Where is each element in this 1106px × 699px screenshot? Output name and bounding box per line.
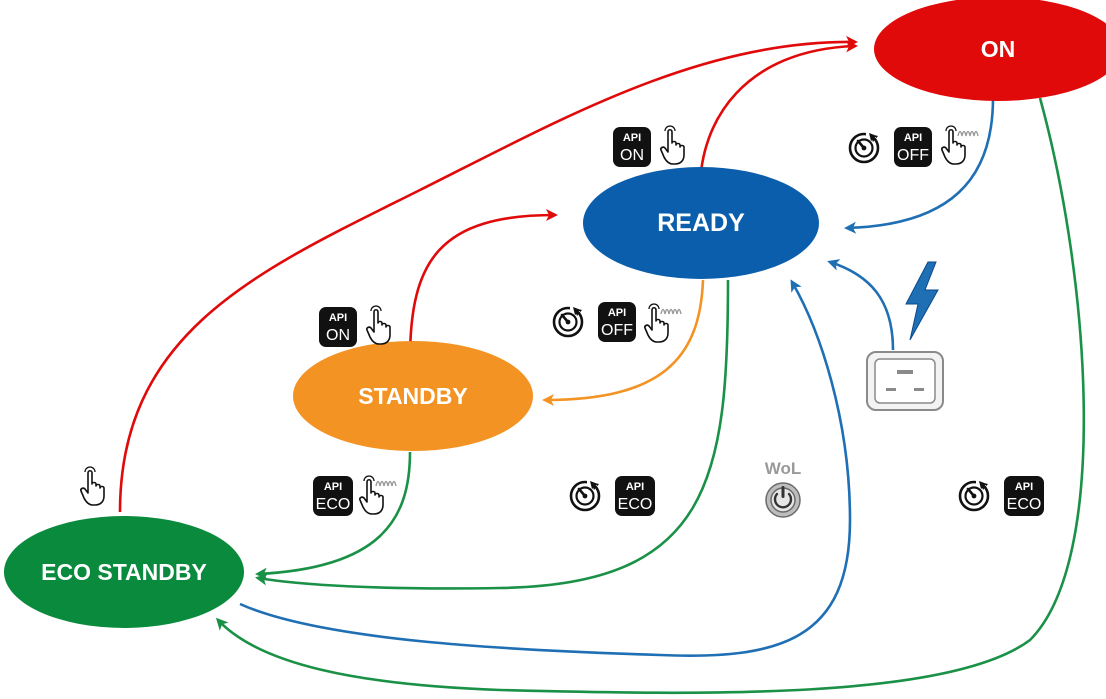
arrow-on-to-ready [844, 97, 995, 234]
state-eco-standby-label: ECO STANDBY [41, 559, 207, 585]
long-press-marks [660, 308, 682, 315]
arrow-power-to-ready [827, 259, 895, 351]
arrow-ready-to-on [698, 40, 858, 191]
power-socket-icon [866, 351, 944, 411]
arrow-on-to-eco [215, 97, 1086, 695]
api-eco-badge: API ECO [313, 476, 353, 516]
state-ready-node [583, 167, 819, 279]
api-label: API [329, 312, 347, 324]
state-on-label: ON [981, 36, 1016, 62]
arrow-ready-to-eco [255, 279, 730, 590]
arrow-eco-to-on [118, 35, 858, 513]
on-label: ON [326, 327, 350, 344]
api-off-badge: API OFF [894, 127, 932, 167]
state-on-node [874, 0, 1106, 101]
api-label: API [324, 481, 342, 493]
on-label: ON [620, 147, 644, 164]
timer-icon [569, 478, 601, 512]
off-label: OFF [601, 322, 633, 339]
power-button-icon [765, 482, 801, 518]
api-off-badge: API OFF [598, 302, 636, 342]
api-eco-badge: API ECO [1004, 476, 1044, 516]
eco-label: ECO [316, 496, 351, 513]
finger-press-icon [660, 125, 685, 165]
timer-icon [958, 478, 990, 512]
api-on-badge: API ON [319, 307, 357, 347]
timer-icon [552, 304, 584, 338]
eco-label: ECO [618, 496, 653, 513]
state-standby-node [293, 341, 533, 451]
off-label: OFF [897, 147, 929, 164]
api-label: API [623, 132, 641, 144]
finger-long-press-icon [359, 475, 384, 515]
finger-press-icon [80, 466, 105, 506]
api-label: API [904, 132, 922, 144]
api-on-badge: API ON [613, 127, 651, 167]
wol-label: WoL [765, 459, 802, 478]
api-eco-badge: API ECO [615, 476, 655, 516]
arrow-eco-to-ready [239, 279, 852, 657]
long-press-marks [957, 130, 979, 137]
arrow-ready-to-standby [542, 279, 705, 406]
api-label: API [1015, 481, 1033, 493]
arrow-standby-to-eco [255, 451, 412, 580]
finger-long-press-icon [941, 125, 966, 165]
finger-long-press-icon [644, 303, 669, 343]
api-label: API [626, 481, 644, 493]
timer-icon [848, 130, 880, 164]
lightning-icon [905, 261, 939, 341]
arrow-standby-to-ready [408, 209, 558, 361]
eco-label: ECO [1007, 496, 1042, 513]
state-standby-label: STANDBY [358, 383, 467, 409]
state-eco-standby-node [4, 516, 244, 628]
finger-press-icon [366, 305, 391, 345]
api-label: API [608, 307, 626, 319]
state-ready-label: READY [657, 209, 745, 237]
long-press-marks [375, 480, 397, 487]
